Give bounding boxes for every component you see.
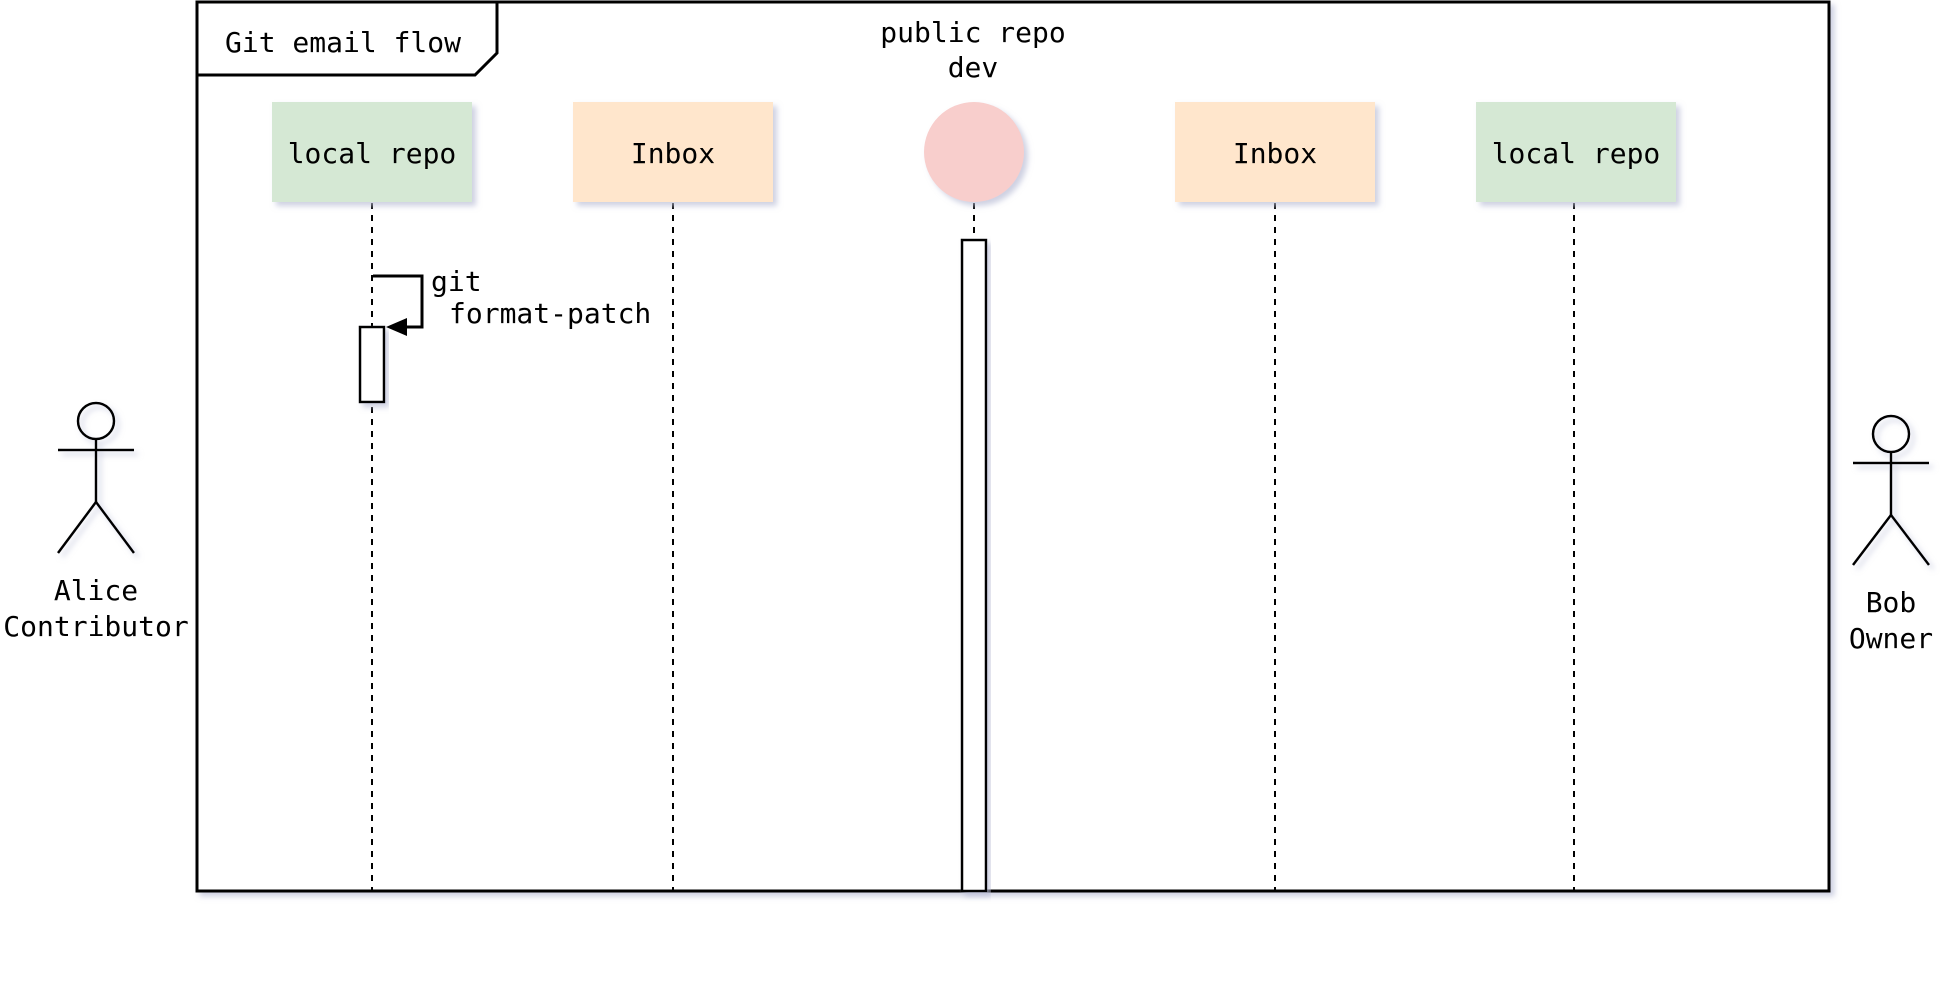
actor-bob: Bob Owner	[1849, 414, 1933, 655]
stick-figure-icon	[1852, 414, 1930, 566]
actor-name: Bob	[1866, 586, 1917, 619]
participant-local-repo-left: local repo	[272, 102, 472, 202]
activation-bar-local-repo	[358, 325, 386, 404]
activation-bar-public-repo	[960, 238, 988, 893]
actor-name: Alice	[54, 574, 138, 607]
participant-label: Inbox	[1233, 137, 1317, 170]
message-label-line2: format-patch	[449, 297, 651, 330]
participant-label-line1: public repo	[880, 16, 1065, 49]
frame-title-tab	[197, 2, 499, 77]
participant-inbox-left: Inbox	[573, 102, 773, 202]
arrowhead-icon	[386, 318, 407, 336]
actor-role: Owner	[1849, 622, 1933, 655]
stick-figure-icon	[56, 401, 136, 554]
actor-role: Contributor	[3, 610, 188, 643]
message-label-line1: git	[431, 265, 482, 298]
public-repo-circle-icon	[924, 102, 1024, 202]
self-message-format-patch: git format-patch	[373, 265, 651, 336]
participant-public-repo: public repo dev	[880, 16, 1066, 202]
participant-label: Inbox	[631, 137, 715, 170]
participant-label: local repo	[1492, 137, 1661, 170]
participant-label-line2: dev	[948, 51, 999, 84]
actor-alice: Alice Contributor	[3, 401, 189, 643]
participant-inbox-right: Inbox	[1175, 102, 1375, 202]
participant-label: local repo	[288, 137, 457, 170]
participant-local-repo-right: local repo	[1476, 102, 1676, 202]
frame-title: Git email flow	[225, 26, 461, 59]
